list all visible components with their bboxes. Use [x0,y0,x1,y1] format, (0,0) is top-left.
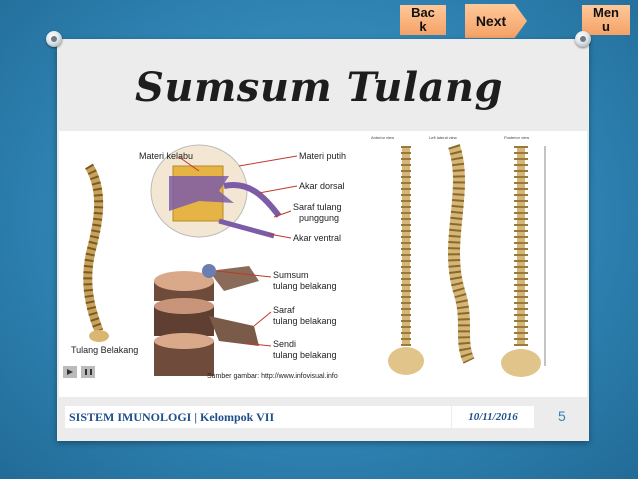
label-lateral-view: Left lateral view [429,135,457,140]
label-tulang-belakang: Tulang Belakang [71,345,138,355]
label-materi-putih: Materi putih [299,151,346,161]
next-button-label: Next [475,13,507,29]
lateral-spine [448,144,475,364]
menu-button-label: Menu [593,5,619,34]
page-number: 5 [558,408,566,424]
label-tulang-belakang-3: tulang belakang [273,350,337,360]
label-materi-kelabu: Materi kelabu [139,151,193,161]
vertebra-block-illustration [154,264,259,376]
anterior-spine [388,146,424,375]
label-saraf-tulang: Saraf tulang [293,202,342,212]
back-button-label: Back [411,5,435,34]
spine-figure: Tulang Belakang Materi kelabu Materi put… [59,131,587,397]
spine-figure-svg: Tulang Belakang Materi kelabu Materi put… [63,135,546,380]
label-akar-dorsal: Akar dorsal [299,181,345,191]
label-tulang-belakang-2: tulang belakang [273,316,337,326]
label-akar-ventral: Akar ventral [293,233,341,243]
play-icon [67,369,73,375]
menu-button[interactable]: Menu [582,5,630,35]
label-sumsum: Sumsum [273,270,309,280]
source-credit: Sumber gambar: http://www.infovisual.inf… [207,373,338,380]
posterior-spine [501,146,541,377]
slide-title: Sumsum Tulang [135,64,503,111]
label-punggung: punggung [299,213,339,223]
back-button[interactable]: Back [400,5,446,35]
footer-text: SISTEM IMUNOLOGI | Kelompok VII [65,406,451,428]
label-saraf: Saraf [273,305,295,315]
footer-date: 10/11/2016 [452,406,534,428]
spinal-cord-cross-section [150,144,282,239]
pause-button[interactable] [81,366,95,378]
left-spine-illustration: Tulang Belakang [71,163,138,355]
pin-icon [575,31,591,47]
pause-icon [85,369,87,375]
label-tulang-belakang-1: tulang belakang [273,281,337,291]
label-anterior-view: Anterior view [371,135,394,140]
label-sendi: Sendi [273,339,296,349]
label-posterior-view: Posterior view [504,135,529,140]
next-button[interactable]: Next [465,4,527,38]
pin-icon [46,31,62,47]
